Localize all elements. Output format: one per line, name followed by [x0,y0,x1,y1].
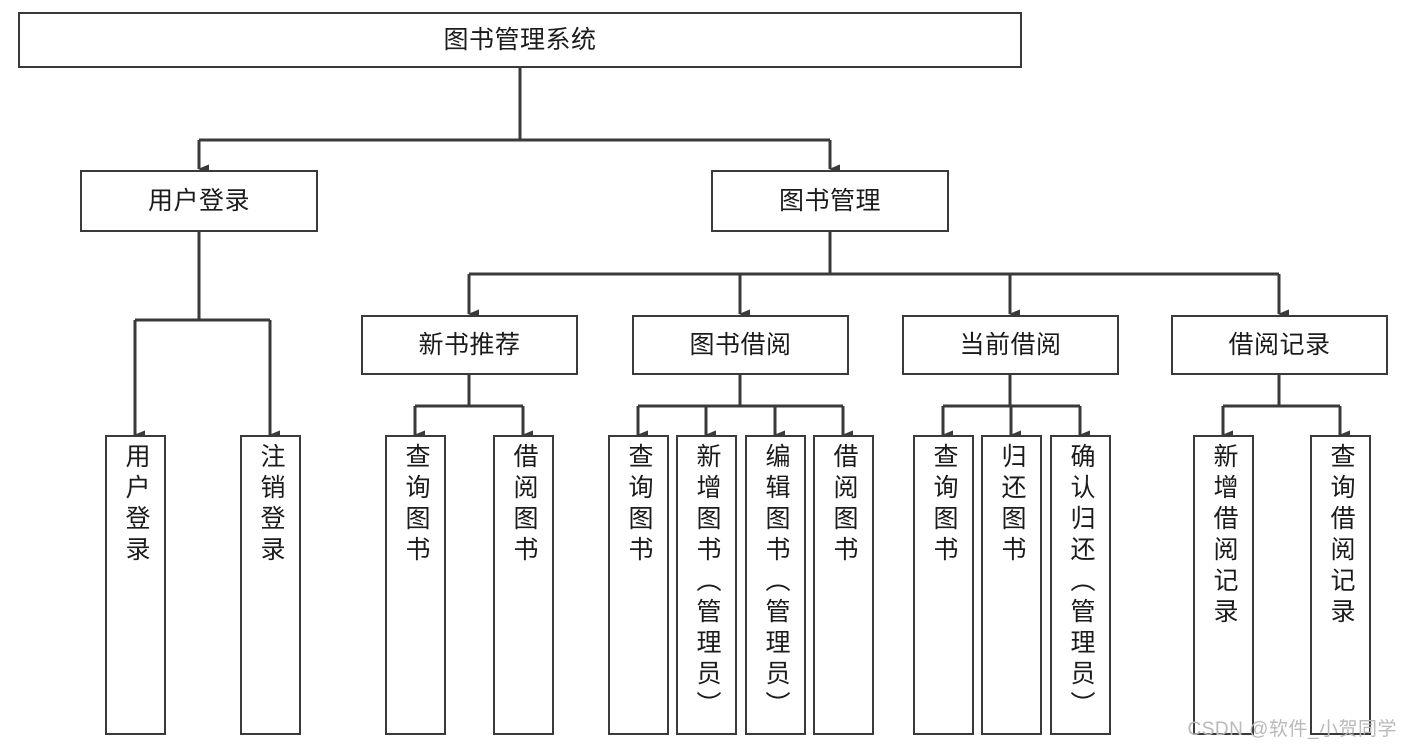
node-label: 图书借阅 [689,330,792,359]
node-borrow-record[interactable]: 借阅记录 [1171,315,1388,375]
node-label: 查询图书 [402,443,430,567]
node-label: 借阅图书 [510,443,538,567]
node-label: 用户登录 [122,443,150,567]
node-label: 借阅记录 [1228,330,1331,359]
node-current-borrow[interactable]: 当前借阅 [902,315,1119,375]
node-label: 注销登录 [257,443,285,567]
leaf-logout[interactable]: 注销登录 [240,435,301,735]
leaf-user-login[interactable]: 用户登录 [105,435,166,735]
node-label: 归还图书 [998,443,1026,567]
node-book-borrow[interactable]: 图书借阅 [632,315,849,375]
leaf-query-borrow-record[interactable]: 查询借阅记录 [1310,435,1371,735]
node-label: 查询图书 [625,443,653,567]
node-label: 图书管理系统 [443,25,597,54]
node-user-login[interactable]: 用户登录 [80,170,318,232]
node-root-system[interactable]: 图书管理系统 [18,12,1022,68]
leaf-confirm-return-admin[interactable]: 确认归还（管理员） [1050,435,1111,735]
node-label: 查询借阅记录 [1327,443,1355,629]
node-label: 图书管理 [778,186,881,215]
leaf-borrow-book-new[interactable]: 借阅图书 [493,435,554,735]
node-label: 编辑图书（管理员） [762,443,790,722]
node-label: 新书推荐 [418,330,521,359]
leaf-query-book-current[interactable]: 查询图书 [913,435,974,735]
leaf-add-borrow-record[interactable]: 新增借阅记录 [1193,435,1254,735]
node-label: 确认归还（管理员） [1067,443,1095,722]
node-label: 当前借阅 [959,330,1062,359]
leaf-edit-book-admin[interactable]: 编辑图书（管理员） [745,435,806,735]
leaf-return-book[interactable]: 归还图书 [981,435,1042,735]
leaf-borrow-book[interactable]: 借阅图书 [813,435,874,735]
leaf-query-book-new[interactable]: 查询图书 [385,435,446,735]
node-label: 新增图书（管理员） [693,443,721,722]
node-label: 新增借阅记录 [1210,443,1238,629]
node-label: 用户登录 [147,186,250,215]
node-book-management[interactable]: 图书管理 [711,170,949,232]
node-label: 查询图书 [930,443,958,567]
leaf-query-book-borrow[interactable]: 查询图书 [608,435,669,735]
node-new-book-recommend[interactable]: 新书推荐 [361,315,578,375]
node-label: 借阅图书 [830,443,858,567]
leaf-add-book-admin[interactable]: 新增图书（管理员） [676,435,737,735]
